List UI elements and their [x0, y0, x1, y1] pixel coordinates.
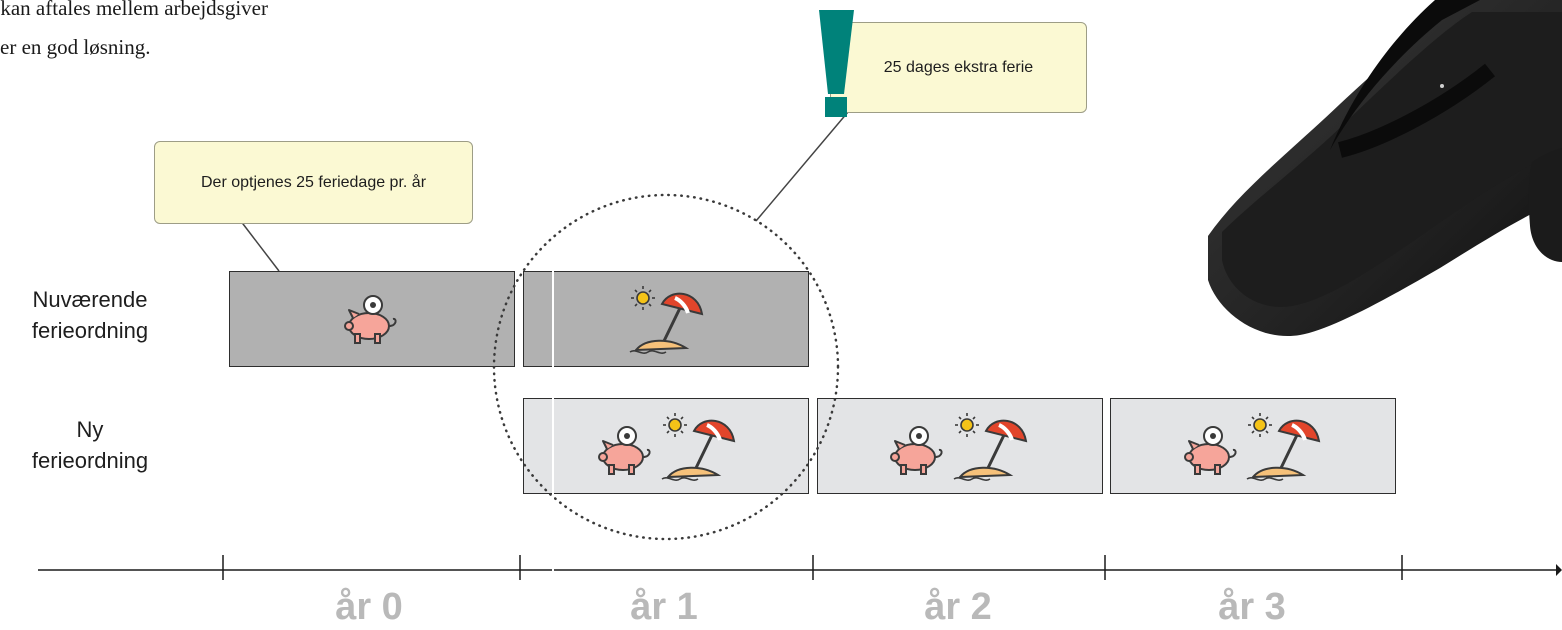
- year-label-2: år 2: [924, 586, 992, 628]
- flip-flop-sandal: [1208, 0, 1562, 337]
- extra-vacation-note-text: 25 dages ekstra ferie: [883, 58, 1034, 76]
- intro-line-1: rie kan aftales mellem arbejdsgiver: [0, 0, 268, 20]
- piggy-bank-icon: [890, 426, 943, 475]
- beach-umbrella-icon: [953, 413, 1028, 481]
- extra-vacation-note: 25 dages ekstra ferie: [830, 22, 1087, 113]
- sun-icon: [631, 286, 655, 310]
- accrual-note-text: Der optjenes 25 feriedage pr. år: [200, 173, 427, 191]
- current-scheme-label-line1: Nuværende: [32, 287, 148, 312]
- year-label-1: år 1: [630, 586, 698, 628]
- new-scheme-label: Ny ferieordning: [0, 414, 185, 476]
- current-earning-year-bar: [229, 271, 515, 367]
- new-scheme-label-line1: Ny: [76, 417, 104, 442]
- new-scheme-label-line2: ferieordning: [31, 448, 149, 473]
- sun-icon: [955, 413, 979, 437]
- highlight-circle: [492, 193, 840, 541]
- piggy-bank-icon: [598, 426, 651, 475]
- exclamation-icon: [819, 10, 854, 117]
- accrual-note-connector: [239, 219, 280, 272]
- year-label-3: år 3: [1218, 586, 1286, 628]
- new-year1-bar: [523, 398, 809, 494]
- sun-icon: [1248, 413, 1272, 437]
- current-holiday-year-bar: [523, 271, 809, 367]
- piggy-bank-icon: [1184, 426, 1237, 475]
- year-label-0: år 0: [335, 586, 403, 628]
- current-scheme-label-line2: ferieordning: [31, 318, 149, 343]
- beach-umbrella-icon: [661, 413, 736, 481]
- current-scheme-label: Nuværende ferieordning: [0, 284, 185, 346]
- new-year3-bar: [1110, 398, 1396, 494]
- sun-icon: [663, 413, 687, 437]
- beach-umbrella-icon: [1246, 413, 1321, 481]
- beach-umbrella-icon: [629, 286, 704, 354]
- accrual-note: Der optjenes 25 feriedage pr. år: [154, 141, 473, 224]
- new-year2-bar: [817, 398, 1103, 494]
- timeline-arrow-icon: [1556, 564, 1562, 576]
- piggy-bank-icon: [344, 295, 397, 344]
- extra-note-connector: [755, 111, 849, 222]
- intro-line-2: er en god løsning.: [0, 35, 151, 59]
